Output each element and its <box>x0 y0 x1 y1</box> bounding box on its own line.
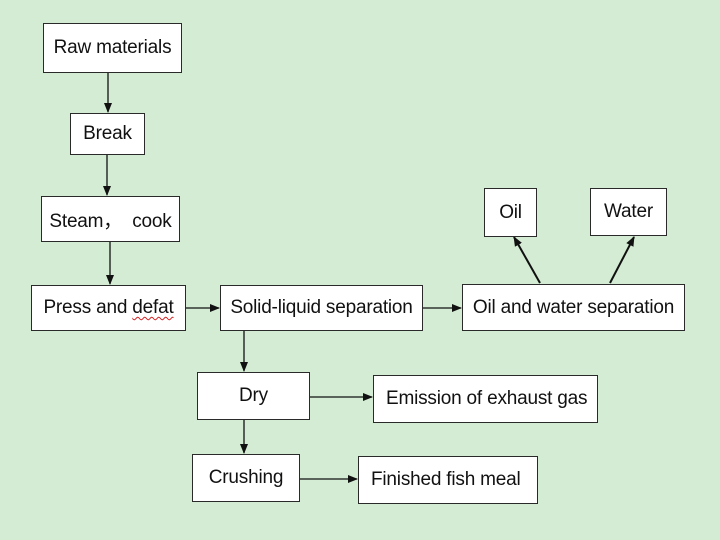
arrow-oilwater-to-water <box>609 236 635 284</box>
node-oil: Oil <box>484 188 537 237</box>
node-oil-water-label: Oil and water separation <box>472 296 675 318</box>
node-oil-water-separation: Oil and water separation <box>462 284 685 331</box>
node-raw-materials: Raw materials <box>43 23 182 73</box>
node-solid-liquid-label: Solid-liquid separation <box>230 297 413 318</box>
node-oil-label: Oil <box>499 201 522 223</box>
node-press-defat: Press and defat <box>31 285 186 331</box>
node-solid-liquid-separation: Solid-liquid separation <box>220 285 423 331</box>
node-finished-fish-meal: Finished fish meal <box>358 456 538 504</box>
node-water: Water <box>590 188 667 236</box>
node-exhaust-label: Emission of exhaust gas <box>386 388 588 409</box>
node-steam-cook: Steam， cook <box>41 196 180 242</box>
node-break-label: Break <box>83 123 132 144</box>
node-steam-cook-label: Steam， cook <box>49 210 172 232</box>
node-exhaust-gas: Emission of exhaust gas <box>373 375 598 423</box>
arrow-oilwater-to-oil <box>513 236 541 284</box>
node-crushing: Crushing <box>192 454 300 502</box>
node-water-label: Water <box>604 201 653 222</box>
node-press-defat-label-b: defat <box>132 297 174 318</box>
node-raw-materials-label: Raw materials <box>53 37 172 58</box>
node-press-defat-label-a: Press and <box>43 297 133 318</box>
node-break: Break <box>70 113 145 155</box>
node-fish-meal-label: Finished fish meal <box>371 469 521 490</box>
node-crushing-label: Crushing <box>208 467 284 488</box>
node-dry: Dry <box>197 372 310 420</box>
node-dry-label: Dry <box>239 385 268 406</box>
